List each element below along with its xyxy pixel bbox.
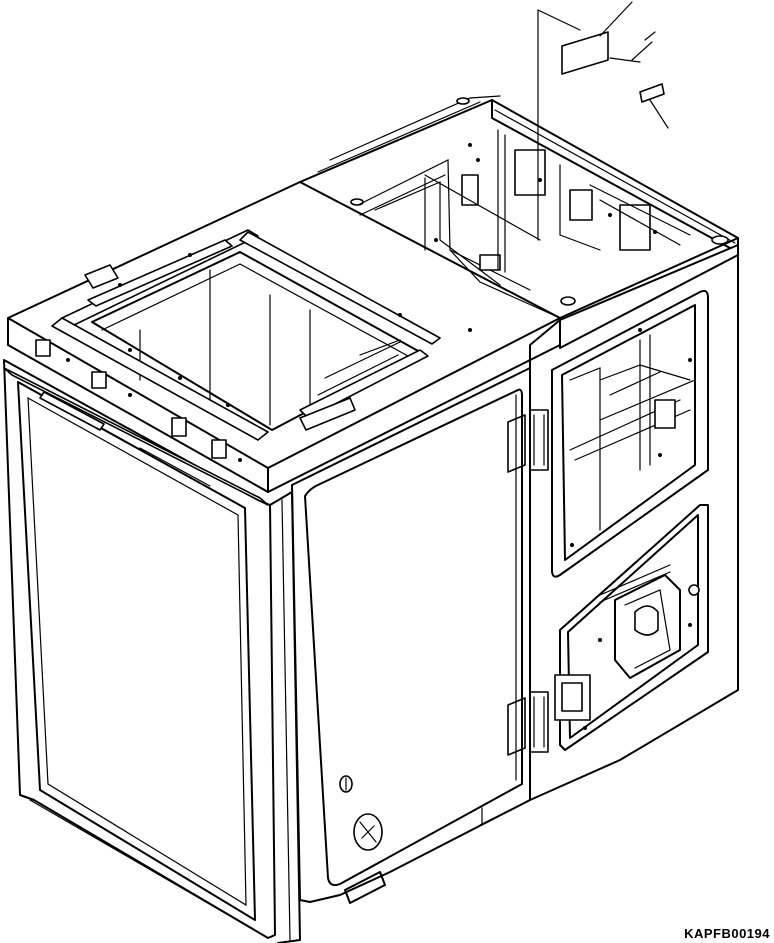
right-lower-panel <box>555 505 708 750</box>
exploded-detail <box>425 2 668 250</box>
front-roof <box>8 182 560 492</box>
cab-door <box>292 368 530 903</box>
roof-edge-brackets <box>36 340 242 462</box>
right-hinges <box>508 410 548 755</box>
figure-code: KAPFB00194 <box>684 926 770 941</box>
right-upper-window <box>552 291 708 577</box>
rear-upper-frame <box>300 96 738 348</box>
front-left-panel <box>4 360 275 938</box>
